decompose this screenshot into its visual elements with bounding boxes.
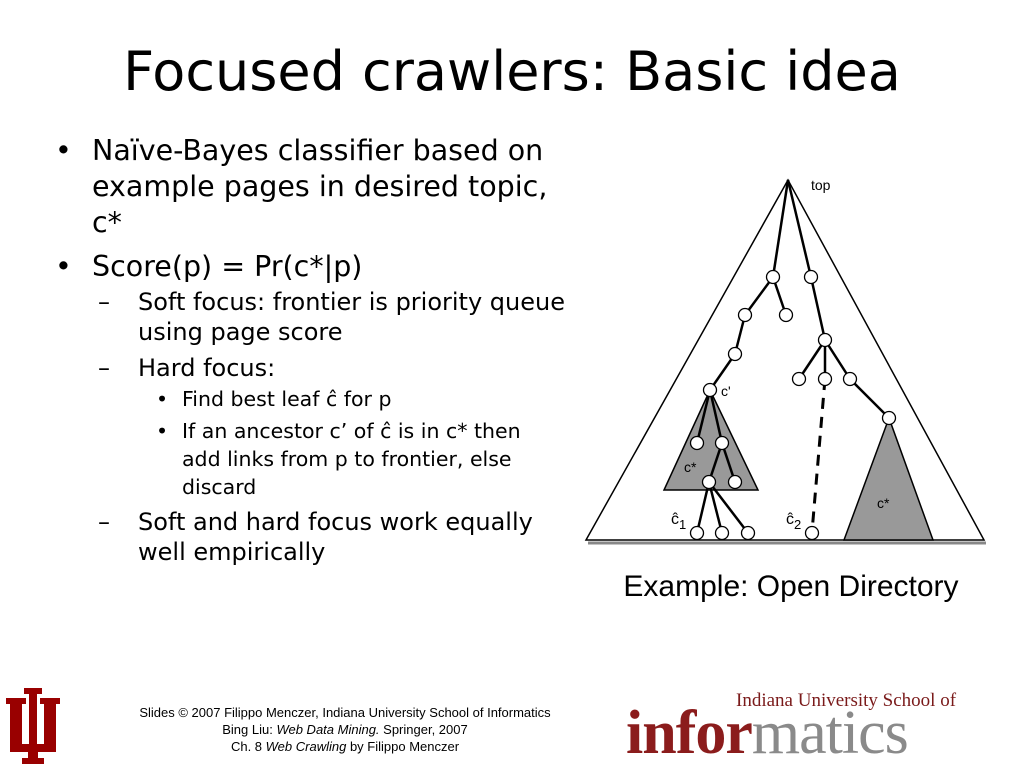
footer-line-1: Slides © 2007 Filippo Menczer, Indiana U… bbox=[139, 705, 551, 720]
node-cprime bbox=[702, 382, 718, 398]
label-chat1-sub: 1 bbox=[679, 517, 686, 532]
label-cprime: c' bbox=[721, 383, 731, 399]
bullet-score-text: Score(p) = Pr(c*|p) bbox=[92, 250, 363, 283]
informatics-word-b: matics bbox=[751, 699, 909, 767]
iu-trident-shape bbox=[6, 688, 60, 764]
edge-a-c bbox=[743, 276, 775, 316]
label-chat1: ĉ1 bbox=[671, 511, 686, 532]
diagram-caption: Example: Open Directory bbox=[623, 570, 959, 603]
node-o1 bbox=[689, 525, 705, 541]
edge-e-cprime bbox=[708, 353, 737, 391]
bullet-hard-focus-text: Hard focus: bbox=[138, 354, 276, 382]
label-chat1-letter: ĉ bbox=[671, 511, 679, 528]
informatics-school-text: Indiana University School of bbox=[736, 690, 957, 711]
edge-m-o3 bbox=[708, 481, 749, 534]
tree-nodes bbox=[689, 269, 897, 541]
bullet-soft-focus: Soft focus: frontier is priority queue u… bbox=[92, 287, 565, 347]
bullet-find-leaf-text: Find best leaf ĉ for p bbox=[182, 387, 392, 411]
edge-f-g bbox=[797, 339, 827, 380]
informatics-wordmark: informatics bbox=[626, 699, 909, 767]
footer-credits: Slides © 2007 Filippo Menczer, Indiana U… bbox=[110, 704, 580, 755]
footer-line-3-em: Web Crawling bbox=[265, 739, 347, 754]
score-sub-list: Soft focus: frontier is priority queue u… bbox=[92, 287, 565, 567]
taxonomy-triangle bbox=[584, 178, 986, 541]
footer-line-2-em: Web Data Mining. bbox=[276, 722, 380, 737]
label-cstar-left: c* bbox=[684, 459, 697, 475]
edge-h-chat2-dashed bbox=[810, 378, 827, 533]
informatics-word-a: infor bbox=[626, 699, 753, 767]
iu-trident-logo bbox=[6, 688, 60, 764]
node-chat2 bbox=[804, 525, 820, 541]
edge-m-o2 bbox=[707, 481, 724, 534]
footer-line-2-post: Springer, 2007 bbox=[379, 722, 468, 737]
bullet-ancestor-text: If an ancestor c’ of ĉ is in c* then add… bbox=[182, 419, 521, 499]
node-m bbox=[701, 474, 717, 490]
edge-b-f bbox=[809, 276, 827, 341]
node-g bbox=[791, 371, 807, 387]
node-f bbox=[817, 332, 833, 348]
bullet-soft-focus-text: Soft focus: frontier is priority queue u… bbox=[138, 288, 565, 346]
edge-cprime-k bbox=[695, 389, 712, 444]
bullet-equal: Soft and hard focus work equally well em… bbox=[92, 507, 565, 567]
taxonomy-tree-diagram: top c' c* c* ĉ1 ĉ2 bbox=[584, 177, 986, 545]
node-e bbox=[727, 346, 743, 362]
label-cstar-right: c* bbox=[877, 495, 890, 511]
node-d bbox=[778, 307, 794, 323]
node-h bbox=[817, 371, 833, 387]
edge-root-b bbox=[786, 179, 813, 278]
bullet-classifier-text: Naïve-Bayes classifier based on example … bbox=[92, 134, 548, 239]
tree-edges bbox=[584, 178, 986, 545]
bullet-equal-text: Soft and hard focus work equally well em… bbox=[138, 508, 533, 566]
node-a bbox=[765, 269, 781, 285]
bullet-find-leaf: Find best leaf ĉ for p bbox=[138, 385, 565, 413]
bullet-list: Naïve-Bayes classifier based on example … bbox=[55, 133, 565, 575]
node-j bbox=[881, 410, 897, 426]
edge-root-a bbox=[771, 179, 790, 278]
label-chat2-sub: 2 bbox=[794, 517, 801, 532]
footer-line-3: Ch. 8 Web Crawling by Filippo Menczer bbox=[110, 738, 580, 755]
hard-focus-sub-list: Find best leaf ĉ for p If an ancestor c’… bbox=[138, 385, 565, 501]
footer-line-2: Bing Liu: Web Data Mining. Springer, 200… bbox=[110, 721, 580, 738]
node-k bbox=[689, 435, 705, 451]
footer-line-3-pre: Ch. 8 bbox=[230, 739, 266, 754]
footer-line-2-pre: Bing Liu: bbox=[222, 722, 277, 737]
bullet-score: Score(p) = Pr(c*|p) Soft focus: frontier… bbox=[55, 249, 565, 567]
edge-f-i bbox=[823, 339, 852, 380]
node-l bbox=[714, 435, 730, 451]
label-chat2-letter: ĉ bbox=[786, 511, 794, 528]
bullet-classifier: Naïve-Bayes classifier based on example … bbox=[55, 133, 565, 241]
slide-title: Focused crawlers: Basic idea bbox=[123, 40, 901, 103]
node-o3 bbox=[740, 525, 756, 541]
bullet-ancestor: If an ancestor c’ of ĉ is in c* then add… bbox=[138, 417, 565, 501]
tree-labels: top c' c* c* ĉ1 ĉ2 bbox=[671, 177, 890, 532]
edge-m-o1 bbox=[695, 481, 711, 534]
informatics-logo: Indiana University School of informatics bbox=[626, 688, 1018, 764]
node-o2 bbox=[714, 525, 730, 541]
subtree-cstar-right bbox=[842, 415, 935, 541]
node-c bbox=[737, 307, 753, 323]
footer-line-3-post: by Filippo Menczer bbox=[346, 739, 460, 754]
edge-cprime-l bbox=[708, 389, 724, 444]
bullet-hard-focus: Hard focus: Find best leaf ĉ for p If an… bbox=[92, 353, 565, 501]
node-i bbox=[842, 371, 858, 387]
node-n bbox=[727, 474, 743, 490]
label-chat2: ĉ2 bbox=[786, 511, 801, 532]
edge-i-j bbox=[849, 378, 890, 419]
label-top: top bbox=[811, 177, 831, 193]
node-b bbox=[803, 269, 819, 285]
